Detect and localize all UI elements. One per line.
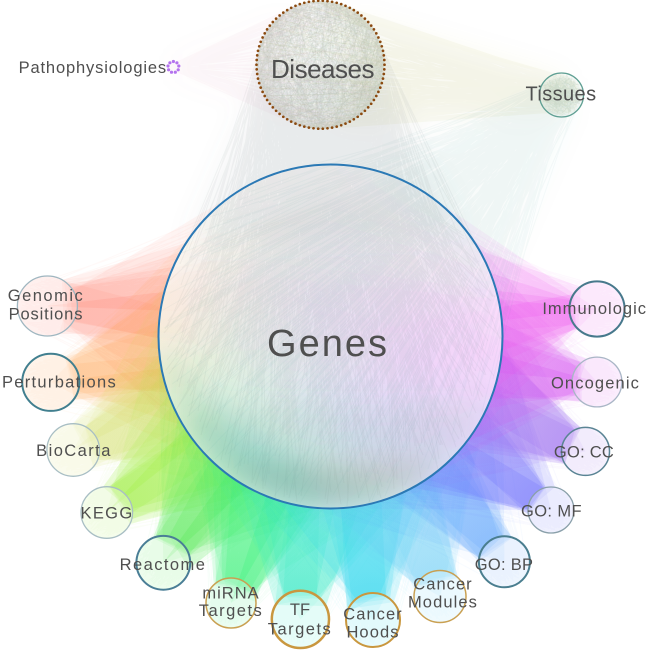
svg-text:Targets: Targets xyxy=(199,602,263,620)
svg-text:Genomic: Genomic xyxy=(8,287,85,305)
svg-text:GO: CC: GO: CC xyxy=(554,444,614,462)
svg-text:miRNA: miRNA xyxy=(202,585,259,603)
svg-text:Positions: Positions xyxy=(9,306,84,324)
svg-text:Genes: Genes xyxy=(267,323,389,365)
svg-text:Cancer: Cancer xyxy=(343,606,402,624)
svg-text:Targets: Targets xyxy=(268,621,332,639)
svg-text:GO: BP: GO: BP xyxy=(475,556,534,574)
svg-text:Reactome: Reactome xyxy=(120,556,207,574)
svg-text:Pathophysiologies: Pathophysiologies xyxy=(19,59,167,77)
svg-text:Immunologic: Immunologic xyxy=(542,300,647,318)
svg-text:GO: MF: GO: MF xyxy=(521,503,582,521)
svg-text:Modules: Modules xyxy=(408,594,478,612)
svg-text:BioCarta: BioCarta xyxy=(36,442,112,460)
svg-text:KEGG: KEGG xyxy=(81,505,134,523)
svg-text:Hoods: Hoods xyxy=(346,624,399,642)
svg-text:Perturbations: Perturbations xyxy=(2,374,117,392)
svg-text:TF: TF xyxy=(290,601,310,619)
svg-text:Diseases: Diseases xyxy=(271,54,374,84)
svg-text:Cancer: Cancer xyxy=(413,576,472,594)
svg-text:Tissues: Tissues xyxy=(526,84,597,106)
svg-text:Oncogenic: Oncogenic xyxy=(551,375,640,393)
